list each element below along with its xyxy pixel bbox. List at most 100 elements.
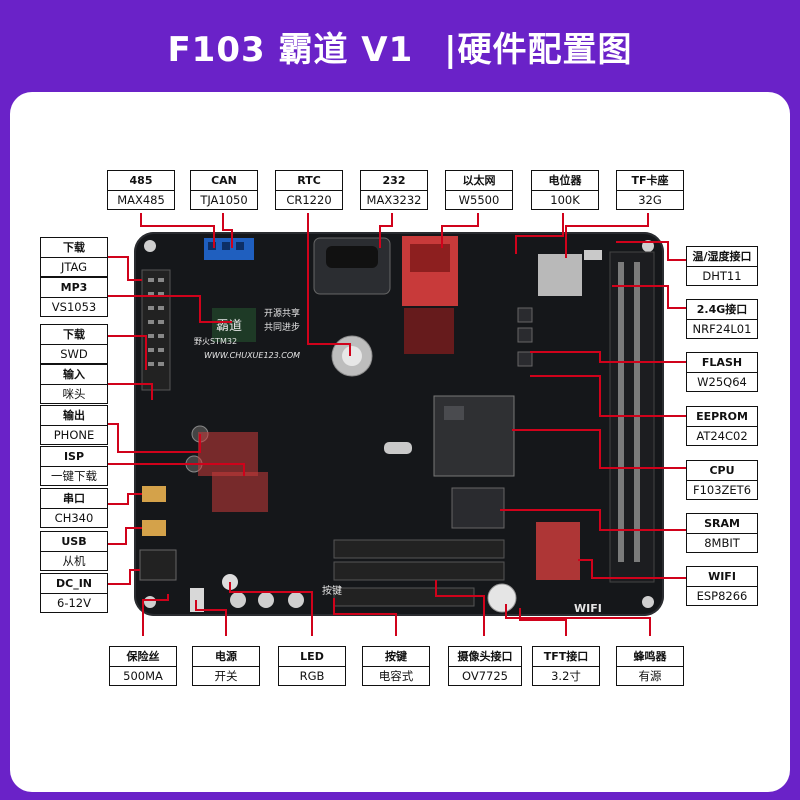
- label-value: 8MBIT: [704, 536, 740, 550]
- wifi-text: WIFI: [574, 602, 602, 615]
- label-value: ESP8266: [696, 589, 748, 603]
- label-value: 3.2寸: [551, 669, 581, 683]
- usb-port-icon: [142, 486, 166, 502]
- label-title: 电位器: [532, 171, 598, 191]
- label-tf-card: TF卡座 32G: [616, 170, 684, 210]
- usb-port-icon: [142, 520, 166, 536]
- label-fuse: 保险丝 500MA: [109, 646, 177, 686]
- mount-hole-icon: [642, 596, 654, 608]
- label-value: 一键下载: [51, 469, 97, 483]
- label-title: TF卡座: [617, 171, 683, 191]
- label-jtag: 下载 JTAG: [40, 237, 108, 277]
- website-text: WWW.CHUXUE123.COM: [204, 351, 300, 360]
- page-title: F103 霸道 V1 |硬件配置图: [167, 29, 633, 70]
- label-title: MP3: [41, 278, 107, 298]
- label-cpu: CPU F103ZET6: [686, 460, 758, 500]
- label-value: 6-12V: [57, 596, 91, 610]
- label-title: EEPROM: [687, 407, 757, 427]
- label-title: 485: [108, 171, 174, 191]
- label-value: DHT11: [702, 269, 742, 283]
- label-value: MAX485: [117, 193, 165, 207]
- mount-hole-icon: [144, 240, 156, 252]
- label-title: 电源: [193, 647, 259, 667]
- label-value: OV7725: [462, 669, 508, 683]
- label-value: 500MA: [123, 669, 163, 683]
- label-title: ISP: [41, 447, 107, 467]
- label-title: 按键: [363, 647, 429, 667]
- label-buzzer: 蜂鸣器有源: [616, 646, 684, 686]
- pcb-board-art: 霸道 野火STM32 开源共享 共同进步 WWW.CHUXUE123.COM W…: [139, 236, 655, 615]
- label-value: VS1053: [51, 300, 97, 314]
- label-value: 100K: [550, 193, 580, 207]
- label-can: CAN TJA1050: [190, 170, 258, 210]
- label-title: FLASH: [687, 353, 757, 373]
- slogan-line-1: 开源共享: [264, 307, 300, 319]
- label-value: PHONE: [53, 428, 95, 442]
- label-title: 摄像头接口: [449, 647, 521, 667]
- label-ethernet: 以太网 W5500: [445, 170, 513, 210]
- label-power-switch: 电源开关: [192, 646, 260, 686]
- label-value: 从机: [62, 554, 86, 568]
- label-value: AT24C02: [696, 429, 748, 443]
- label-camera: 摄像头接口 OV7725: [448, 646, 522, 686]
- label-title: 输出: [41, 406, 107, 426]
- brand-subtext: 野火STM32: [194, 337, 237, 346]
- label-title: 输入: [41, 365, 107, 385]
- label-value: 咪头: [62, 387, 86, 401]
- label-rtc: RTC CR1220: [275, 170, 343, 210]
- label-value: CR1220: [286, 193, 332, 207]
- label-isp: ISP 一键下载: [40, 446, 108, 486]
- label-keys: 按键电容式: [362, 646, 430, 686]
- label-value: MAX3232: [366, 193, 422, 207]
- label-eeprom: EEPROM AT24C02: [686, 406, 758, 446]
- label-value: JTAG: [60, 260, 88, 274]
- label-value: F103ZET6: [692, 483, 752, 497]
- label-usb: USB 从机: [40, 531, 108, 571]
- label-value: W5500: [458, 193, 500, 207]
- buzzer-icon: [487, 583, 517, 613]
- label-title: 温/湿度接口: [687, 247, 757, 267]
- label-title: 232: [361, 171, 427, 191]
- slogan-line-2: 共同进步: [264, 322, 300, 333]
- tf-card-socket-icon: [538, 254, 582, 296]
- label-value: TJA1050: [200, 193, 248, 207]
- label-title: 2.4G接口: [687, 300, 757, 320]
- label-title: SRAM: [687, 514, 757, 534]
- label-value: RGB: [299, 669, 325, 683]
- label-title: 以太网: [446, 171, 512, 191]
- label-title: 下载: [41, 238, 107, 258]
- label-mic-input: 输入咪头: [40, 364, 108, 404]
- label-dc-in: DC_IN 6-12V: [40, 573, 108, 613]
- label-value: 有源: [638, 669, 662, 683]
- sram-chip-icon: [451, 487, 505, 529]
- label-phone-output: 输出 PHONE: [40, 405, 108, 445]
- label-title: RTC: [276, 171, 342, 191]
- label-title: USB: [41, 532, 107, 552]
- push-button-icon: [230, 592, 246, 608]
- label-title: 下载: [41, 325, 107, 345]
- label-title: CPU: [687, 461, 757, 481]
- label-title: DC_IN: [41, 574, 107, 594]
- key-mark-text: 按键: [322, 584, 342, 597]
- label-sram: SRAM 8MBIT: [686, 513, 758, 553]
- dc-jack-icon: [139, 549, 177, 581]
- label-value: 电容式: [378, 669, 414, 683]
- label-wifi: WIFI ESP8266: [686, 566, 758, 606]
- label-title: 串口: [41, 489, 107, 509]
- label-value: 32G: [638, 193, 662, 207]
- push-button-icon: [288, 592, 304, 608]
- label-title: 保险丝: [110, 647, 176, 667]
- push-button-icon: [258, 592, 274, 608]
- label-dht11: 温/湿度接口 DHT11: [686, 246, 758, 286]
- label-title: WIFI: [687, 567, 757, 587]
- label-title: CAN: [191, 171, 257, 191]
